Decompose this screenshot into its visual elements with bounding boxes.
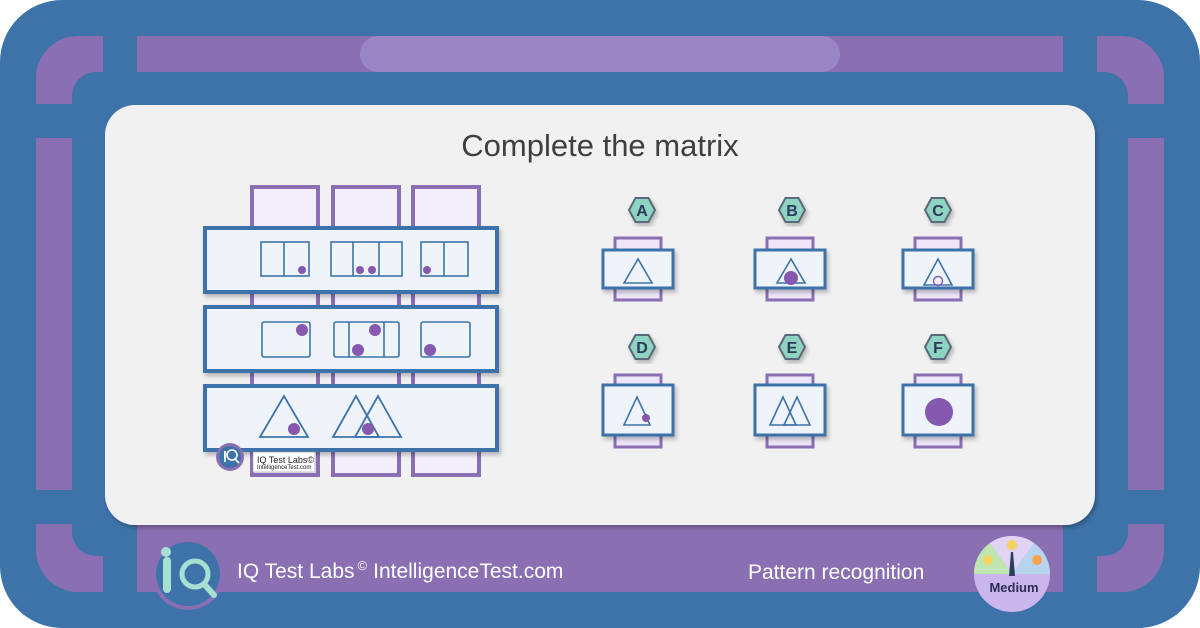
option-f-hex <box>923 334 953 360</box>
option-e[interactable]: E <box>753 334 827 449</box>
option-label: D <box>636 340 648 357</box>
brand-website: IntelligenceTest.com <box>373 560 564 583</box>
option-label: E <box>787 340 798 357</box>
brand-line: IQ Test Labs© IntelligenceTest.com <box>237 558 564 584</box>
gauge-needle-icon <box>1009 552 1015 576</box>
page-title: Complete the matrix <box>461 128 739 163</box>
answer-options: A B C D <box>601 197 975 449</box>
matrix-row-2 <box>203 305 499 373</box>
matrix-row-1 <box>203 226 499 294</box>
option-label: C <box>932 203 944 220</box>
watermark-logo <box>216 443 316 473</box>
option-label: F <box>933 340 943 357</box>
matrix-row-3 <box>203 384 499 452</box>
option-a-hex <box>627 197 657 223</box>
difficulty-label: Medium <box>989 580 1039 595</box>
easy-face-icon <box>983 555 993 565</box>
copyright-symbol: © <box>357 558 368 573</box>
option-b-hex <box>777 197 807 223</box>
brand-name: IQ Test Labs <box>237 560 355 583</box>
option-e-hex <box>777 334 807 360</box>
neutral-face-icon <box>1007 540 1017 550</box>
hard-face-icon <box>1032 555 1042 565</box>
watermark-brand: IQ Test Labs© <box>257 455 314 465</box>
option-c-hex <box>923 197 953 223</box>
iq-logo-icon <box>152 538 224 610</box>
option-label: B <box>786 203 798 220</box>
option-a[interactable]: A <box>601 197 675 302</box>
option-d[interactable]: D <box>601 334 675 449</box>
option-c[interactable]: C <box>901 197 975 302</box>
option-b[interactable]: B <box>753 197 827 302</box>
puzzle-matrix <box>203 185 499 477</box>
watermark-site: IntelligenceTest.com <box>257 465 312 471</box>
option-label: A <box>636 203 648 220</box>
difficulty-gauge <box>974 535 1050 612</box>
category-label: Pattern recognition <box>748 561 925 584</box>
option-f[interactable]: F <box>901 334 975 449</box>
option-d-hex <box>627 334 657 360</box>
